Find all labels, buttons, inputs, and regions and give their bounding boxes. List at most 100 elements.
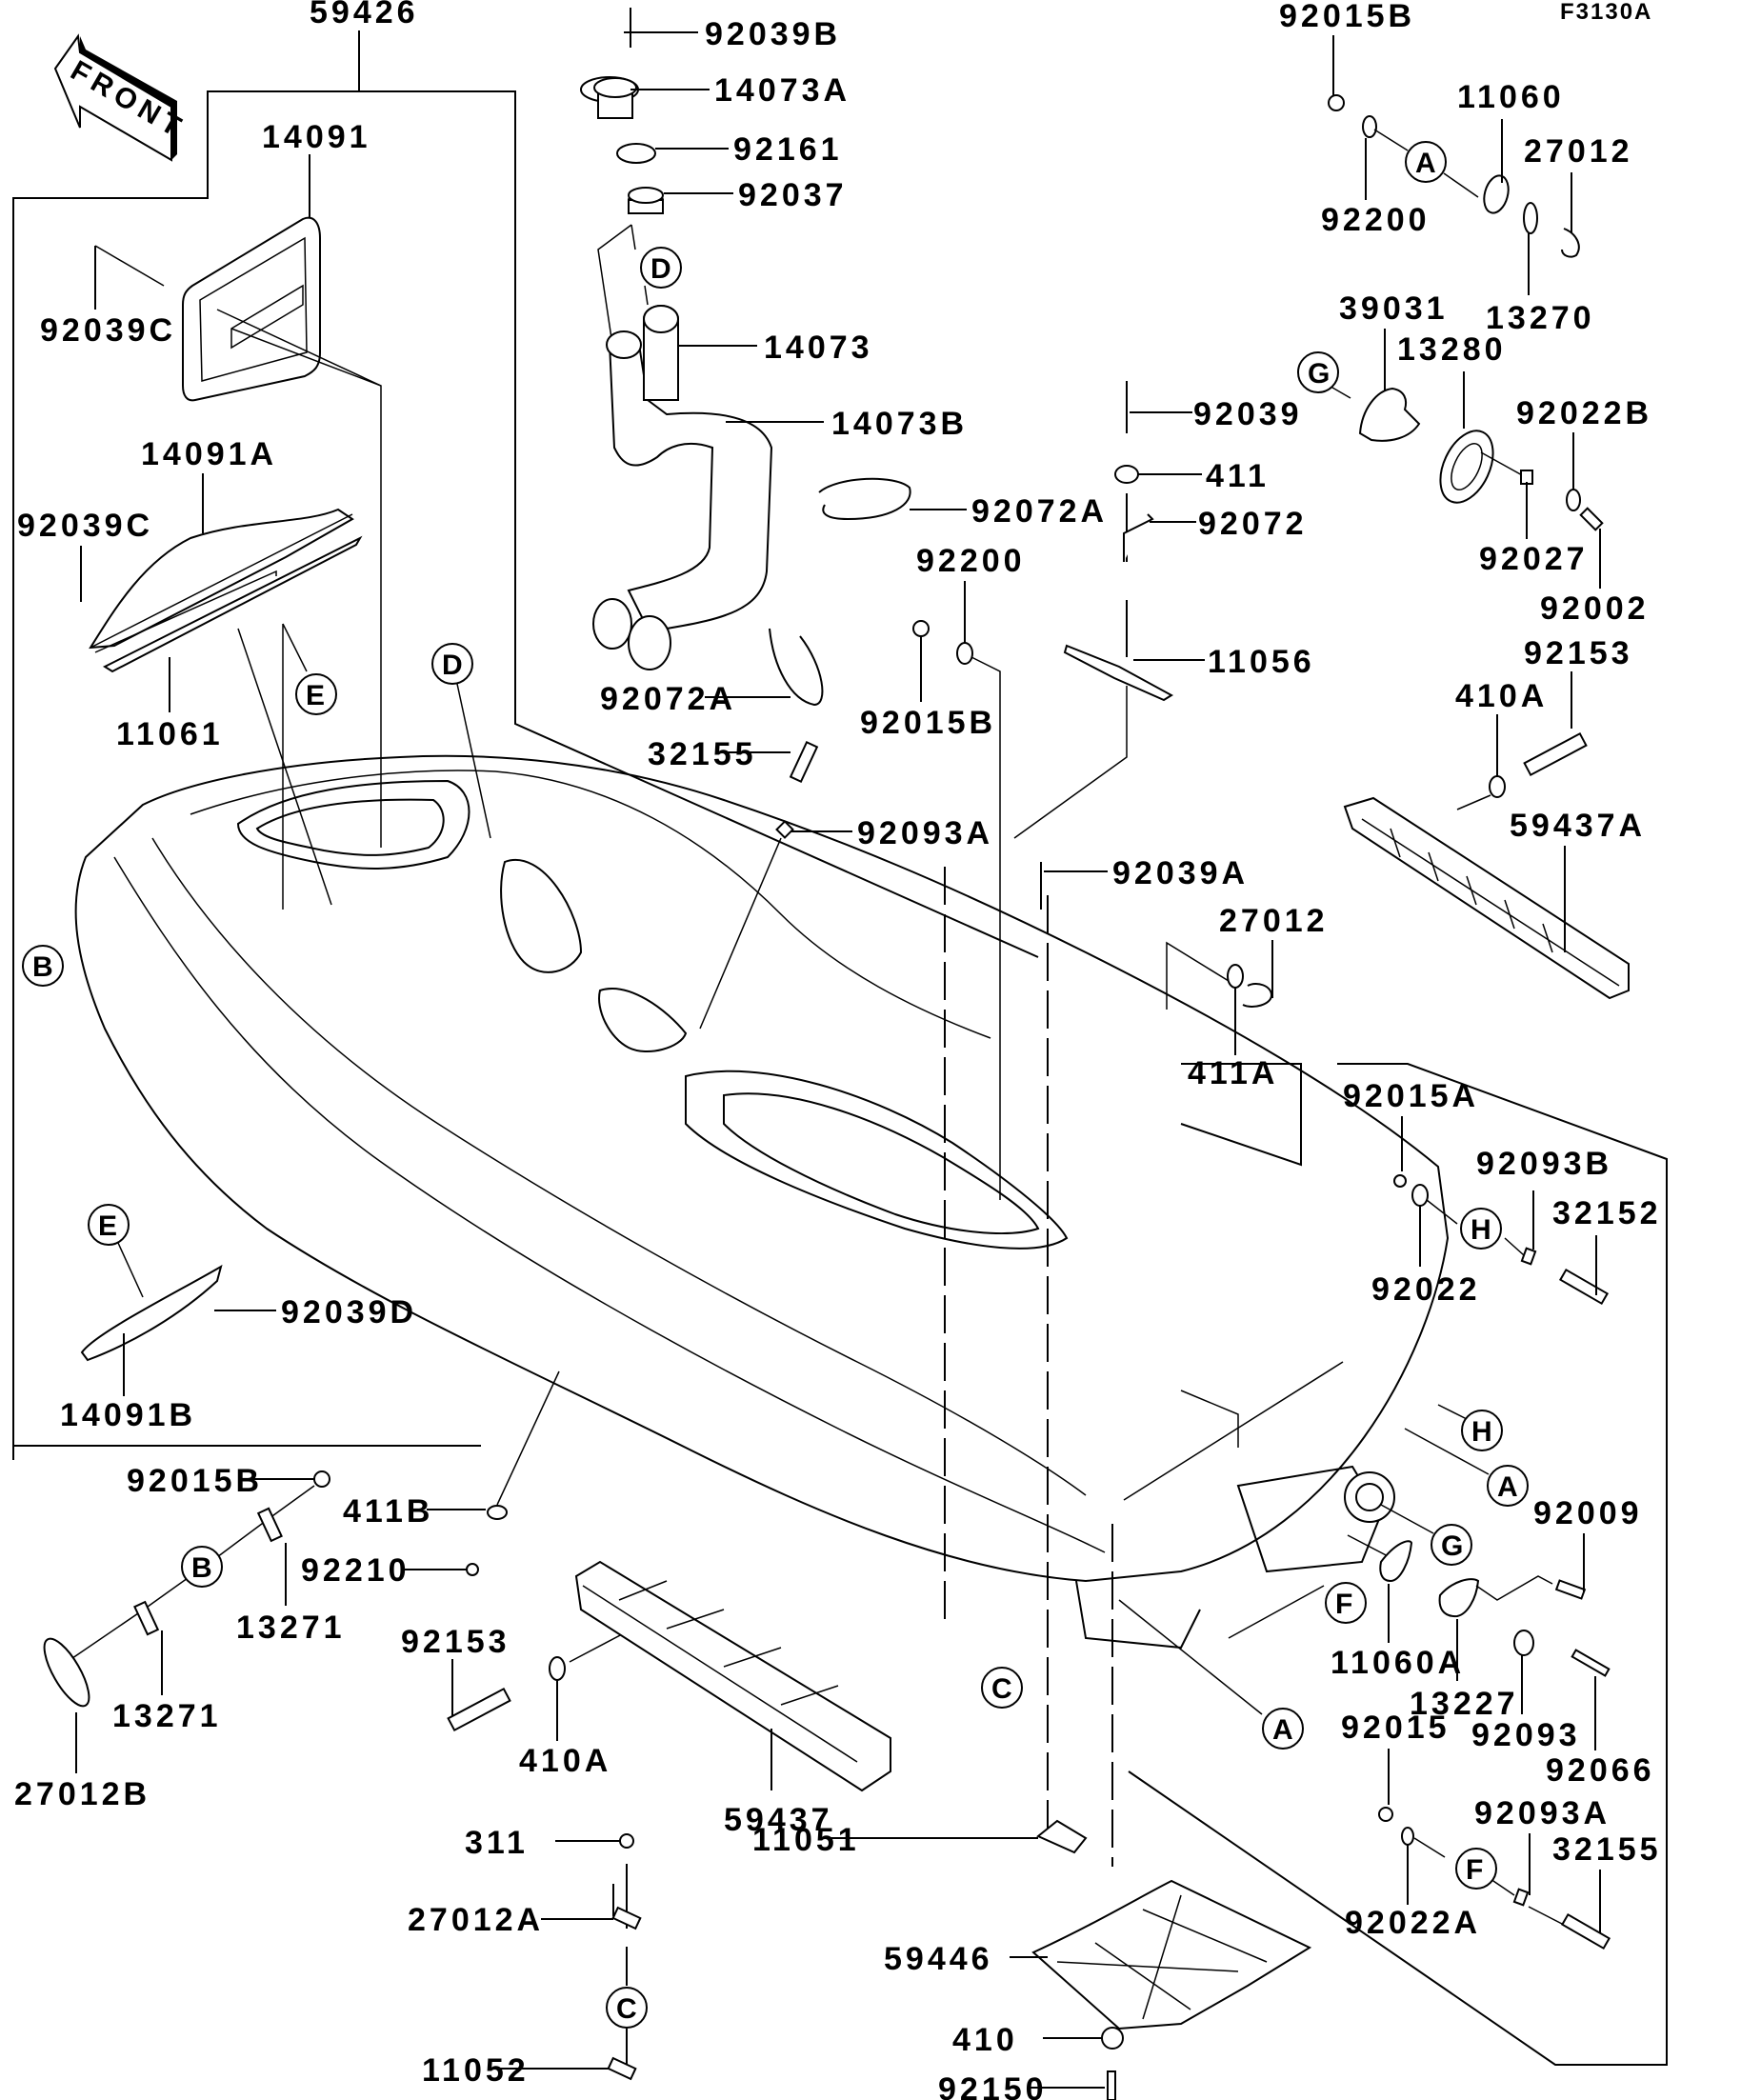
part-92022A: [1401, 1827, 1414, 1846]
part-92200-top: [1362, 115, 1377, 138]
label-311: 311: [465, 1825, 529, 1861]
label-92093A-right: 92093A: [1474, 1795, 1611, 1831]
part-92093A-right: [1512, 1888, 1530, 1907]
label-59437A: 59437A: [1510, 808, 1646, 844]
part-92210: [466, 1563, 479, 1576]
leader-411B-hull: [496, 1370, 560, 1506]
ref-marker-G-stern: G: [1431, 1524, 1472, 1566]
label-92161: 92161: [733, 131, 843, 168]
leader-92039C-top: [94, 245, 165, 287]
part-411B: [487, 1505, 508, 1520]
ref-marker-G-top: G: [1297, 351, 1339, 393]
ref-marker-B-bottom: B: [181, 1546, 223, 1588]
label-410A-left: 410A: [519, 1743, 611, 1779]
label-92015: 92015: [1341, 1710, 1451, 1746]
part-411: [1114, 465, 1139, 484]
ref-marker-F-stern: F: [1325, 1582, 1367, 1624]
label-92037: 92037: [738, 177, 848, 213]
label-14073B: 14073B: [831, 406, 968, 442]
part-92066: [1571, 1649, 1611, 1677]
label-14091: 14091: [262, 119, 371, 155]
label-14073: 14073: [764, 330, 873, 366]
label-92039A: 92039A: [1112, 855, 1249, 891]
leader-92200-mid-down: [971, 656, 1001, 1200]
leader-F-right-l: [1413, 1837, 1446, 1858]
label-59426: 59426: [310, 0, 419, 30]
part-11051: [1036, 1819, 1088, 1854]
label-14073A: 14073A: [714, 72, 850, 109]
label-27012-mid: 27012: [1219, 903, 1329, 939]
label-27012A: 27012A: [408, 1902, 544, 1938]
label-92022A: 92022A: [1345, 1905, 1481, 1941]
label-92009: 92009: [1533, 1495, 1643, 1531]
ref-marker-E-top: E: [295, 673, 337, 715]
label-13271-a: 13271: [236, 1610, 346, 1646]
label-92022: 92022: [1371, 1271, 1481, 1308]
label-92039C-top: 92039C: [40, 312, 176, 349]
part-92093B: [1520, 1247, 1537, 1266]
part-27012-top: [1561, 228, 1580, 258]
leader-A-top-r: [1443, 172, 1479, 198]
leader-410A-right-d: [1456, 794, 1491, 810]
label-410A-right: 410A: [1455, 678, 1548, 714]
leader-410A-left-d: [569, 1632, 625, 1663]
label-410: 410: [952, 2022, 1018, 2058]
part-13271-b: [133, 1600, 160, 1636]
label-92200-top: 92200: [1321, 202, 1431, 238]
ref-marker-A-stern: A: [1487, 1465, 1529, 1507]
ref-marker-D-top: D: [640, 247, 682, 289]
label-92015B-top: 92015B: [1279, 0, 1415, 34]
part-92015B-top: [1328, 94, 1345, 111]
leader-92009-link: [1475, 1575, 1553, 1601]
part-92153-bolt-left: [447, 1687, 511, 1732]
label-13271-b: 13271: [112, 1698, 222, 1734]
label-92015A: 92015A: [1343, 1078, 1479, 1114]
label-59446: 59446: [884, 1941, 993, 1977]
part-39031: [1358, 387, 1421, 442]
label-92200-mid: 92200: [916, 543, 1026, 579]
label-13227: 13227: [1410, 1686, 1519, 1722]
leader-H-stern: [1437, 1404, 1468, 1420]
leader-E-14091B: [117, 1242, 144, 1298]
svg-text:C: C: [991, 1673, 1012, 1705]
svg-text:D: D: [442, 650, 463, 681]
leader-411A-box: [1166, 941, 1230, 1010]
svg-text:E: E: [98, 1210, 117, 1242]
part-59437: [574, 1560, 891, 1792]
part-92161: [616, 143, 656, 164]
part-11056: [1063, 644, 1173, 702]
leader-92093A-hull: [699, 837, 782, 1030]
svg-text:A: A: [1415, 148, 1436, 179]
part-14091B: [80, 1264, 223, 1362]
label-32152: 32152: [1552, 1195, 1662, 1231]
label-411: 411: [1206, 458, 1270, 494]
part-92009: [1554, 1579, 1587, 1600]
label-32155-right: 32155: [1552, 1831, 1662, 1868]
label-32155-mid: 32155: [648, 736, 757, 772]
part-59446: [1031, 1879, 1312, 2030]
part-410A-right: [1489, 775, 1506, 798]
label-92210: 92210: [301, 1552, 410, 1589]
label-92039B: 92039B: [705, 16, 841, 52]
leader-F-right-r: [1490, 1878, 1515, 1896]
label-92027: 92027: [1479, 541, 1589, 577]
part-59437A: [1343, 796, 1630, 1000]
leader-B-bottom-chain: [56, 1485, 315, 1670]
ref-marker-B-hull: B: [22, 945, 64, 987]
label-11052: 11052: [422, 2052, 530, 2089]
label-11060A: 11060A: [1331, 1645, 1465, 1681]
svg-text:B: B: [32, 951, 53, 983]
part-11060A: [1379, 1540, 1413, 1583]
leader-14091-to-hull: [230, 328, 382, 848]
part-14073B: [592, 305, 773, 670]
hull-59426: [74, 754, 1450, 1867]
svg-text:D: D: [650, 253, 671, 285]
part-92015A: [1393, 1174, 1407, 1188]
ref-marker-H-stern: H: [1461, 1410, 1503, 1451]
part-92093A-mid: [775, 820, 794, 839]
part-92015B-mid: [912, 620, 930, 637]
leader-A-top-l: [1373, 129, 1409, 151]
part-311: [619, 1833, 634, 1849]
part-92015: [1378, 1807, 1393, 1822]
ref-marker-D-hull: D: [431, 643, 473, 685]
